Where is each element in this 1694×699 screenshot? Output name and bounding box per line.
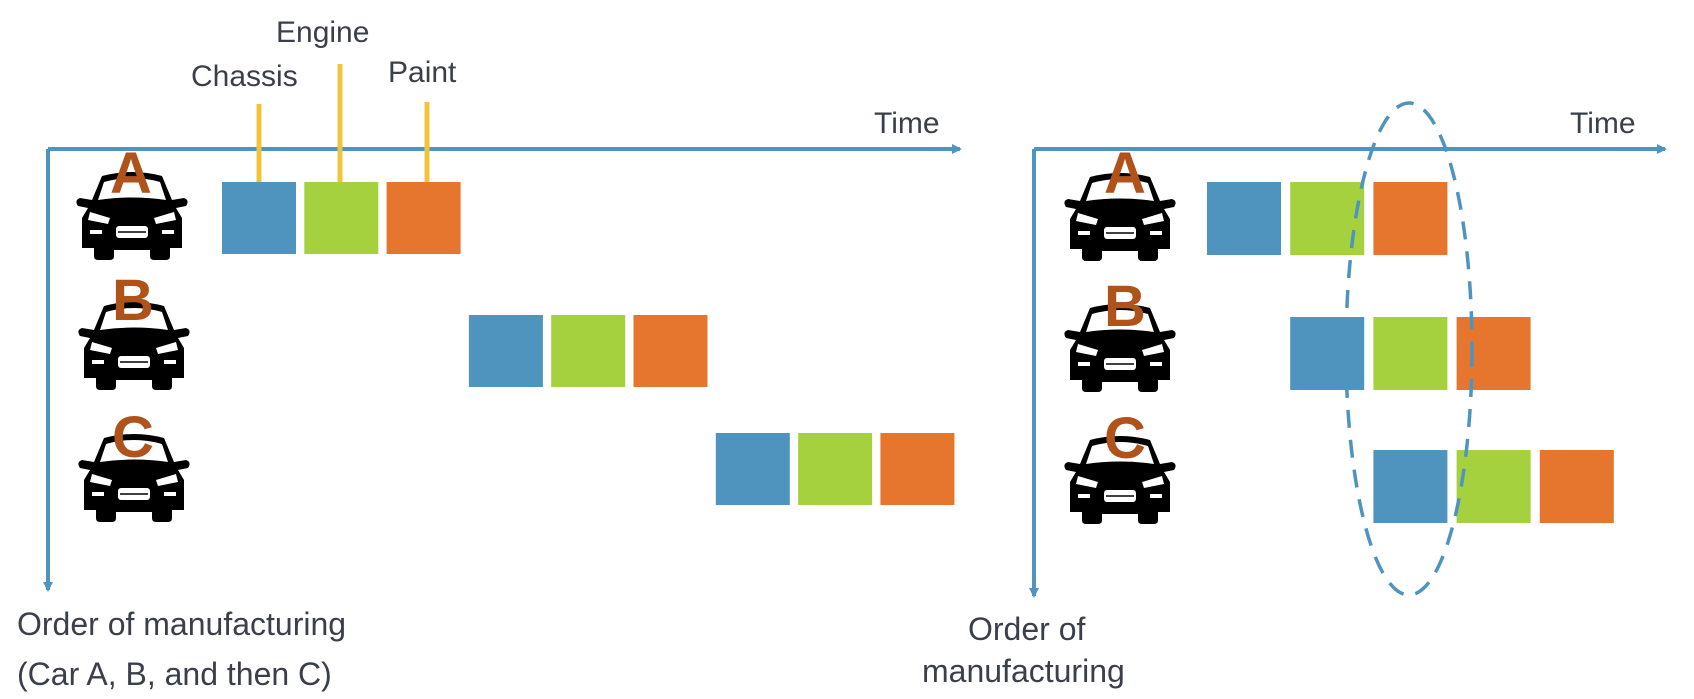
right-car-c-engine-block: [1456, 450, 1531, 523]
left-car-c: C: [77, 405, 191, 523]
right-car-a-paint-block: [1373, 182, 1448, 255]
left-car-b-paint-block: [633, 315, 708, 387]
right-car-c-chassis-block: [1373, 450, 1448, 523]
left-car-a-paint-block: [386, 182, 461, 254]
left-panel: Time Order of manufacturing (Car A, B, a…: [17, 16, 962, 692]
left-car-c-paint-block: [880, 433, 955, 505]
left-car-a-engine-block: [304, 182, 379, 254]
right-car-b-paint-block: [1456, 317, 1531, 390]
paint-label: Paint: [388, 56, 457, 89]
right-time-label: Time: [1570, 107, 1636, 140]
engine-label: Engine: [276, 16, 369, 49]
left-car-c-chassis-block: [715, 433, 790, 505]
right-car-c-letter: C: [1104, 406, 1146, 471]
right-car-b-engine-block: [1373, 317, 1448, 390]
right-stage-blocks: [1207, 182, 1614, 523]
left-car-b-chassis-block: [468, 315, 543, 387]
left-stage-blocks: [222, 182, 955, 505]
chassis-label: Chassis: [191, 60, 298, 93]
left-order-label-line2: (Car A, B, and then C): [17, 656, 332, 692]
right-car-a-chassis-block: [1207, 182, 1281, 255]
left-time-label: Time: [874, 107, 940, 140]
left-car-b-engine-block: [551, 315, 626, 387]
right-car-c-paint-block: [1539, 450, 1614, 523]
right-panel: Time Order of manufacturing A B C: [922, 101, 1667, 689]
right-car-a: A: [1063, 141, 1177, 262]
right-car-a-letter: A: [1104, 141, 1146, 206]
left-car-a-chassis-block: [222, 182, 296, 254]
parallel-stages-highlight: [1344, 101, 1474, 597]
right-car-b: B: [1063, 274, 1177, 393]
left-car-c-engine-block: [798, 433, 873, 505]
left-order-label-line1: Order of manufacturing: [17, 606, 346, 642]
left-car-a-letter: A: [110, 141, 152, 206]
left-car-b: B: [77, 268, 191, 391]
left-car-b-letter: B: [112, 268, 154, 333]
right-order-label-line2: manufacturing: [922, 653, 1125, 689]
left-car-c-letter: C: [112, 405, 154, 470]
left-car-a: A: [75, 141, 189, 261]
right-car-b-chassis-block: [1290, 317, 1365, 390]
right-car-b-letter: B: [1104, 274, 1146, 339]
right-order-label-line1: Order of: [968, 611, 1085, 647]
right-car-c: C: [1063, 406, 1177, 525]
